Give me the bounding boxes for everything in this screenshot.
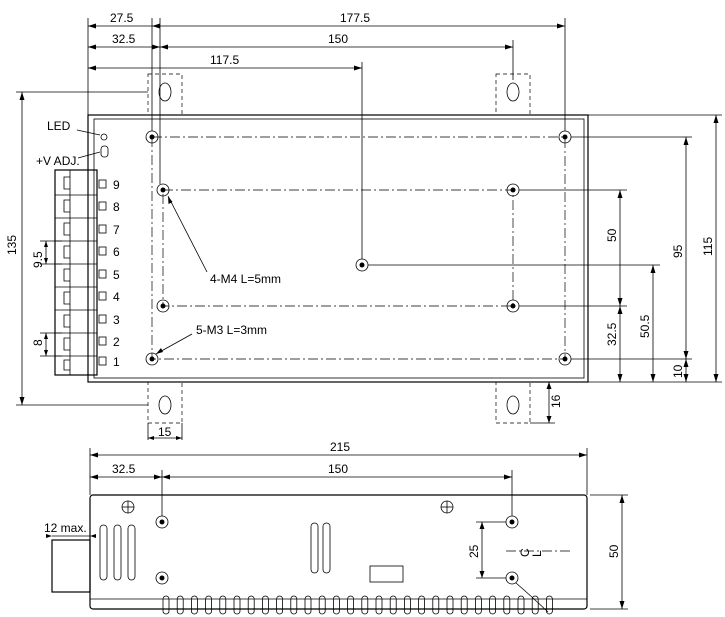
- dim-50-right: 50: [605, 228, 619, 242]
- dim-150-top: 150: [328, 32, 348, 46]
- vent-slot: [546, 595, 553, 615]
- housing-outline: [87, 114, 589, 383]
- m4-screw-label: 4-M4 L=5mm: [210, 272, 281, 286]
- terminal-number: 9: [113, 178, 120, 192]
- side-vent-slots-left: [99, 524, 136, 581]
- left-dimensions: 135 9.5 8: [5, 91, 148, 406]
- led-label: LED: [47, 119, 71, 133]
- bracket-width-dimension: 15: [147, 423, 183, 440]
- terminal-number: 5: [113, 268, 120, 282]
- terminal-block: [54, 169, 107, 376]
- m4-hole-pattern-line: [162, 189, 514, 307]
- dim-32-5-top: 32.5: [112, 32, 136, 46]
- vent-slot: [489, 595, 497, 615]
- mounting-bracket-bottom-right: [495, 381, 531, 424]
- vadj-label: +V ADJ.: [36, 154, 80, 168]
- dim-12-max: 12 max.: [44, 521, 87, 535]
- vent-slot: [332, 595, 340, 615]
- dim-95: 95: [671, 244, 685, 258]
- mounting-bracket-top-right: [495, 73, 531, 116]
- terminal-numbers: 9 8 7 6 5 4 3 2 1: [113, 178, 120, 369]
- vent-slot: [247, 595, 255, 615]
- terminal-number: 8: [113, 200, 120, 214]
- vent-slot: [347, 595, 355, 615]
- dim-115: 115: [701, 237, 715, 256]
- dim-50-5: 50.5: [638, 314, 652, 338]
- vent-slot: [460, 595, 468, 615]
- side-dimensions: 215 32.5 150 12 max. 25 C L 50: [44, 440, 628, 610]
- vent-slot: [375, 595, 383, 615]
- m3-screw-label: 5-M3 L=3mm: [196, 323, 267, 337]
- m3-hole-pattern-line: [151, 136, 566, 360]
- m3-holes: [145, 130, 572, 366]
- vent-slot: [290, 595, 298, 615]
- dim-32-5-right: 32.5: [605, 322, 619, 346]
- vent-slot: [261, 595, 269, 615]
- vent-slot: [233, 595, 241, 615]
- vent-slot: [304, 595, 312, 615]
- vent-slot: [190, 595, 198, 615]
- dim-10: 10: [671, 364, 685, 378]
- dim-16: 16: [549, 394, 563, 408]
- side-screws: [121, 500, 454, 514]
- terminal-number: 6: [113, 245, 120, 259]
- top-view: 9 8 7 6 5 4 3 2 1 LED +V ADJ. 4-M4 L=5mm…: [5, 11, 722, 440]
- vent-slot: [446, 595, 454, 615]
- vent-slot: [432, 595, 440, 615]
- vent-slot: [276, 595, 284, 615]
- dim-50-side: 50: [607, 544, 621, 558]
- dim-8: 8: [31, 339, 45, 346]
- dim-135: 135: [5, 235, 19, 255]
- side-label-plate: [369, 565, 404, 583]
- dim-215: 215: [330, 440, 350, 454]
- terminal-number: 4: [113, 290, 120, 304]
- dim-27-5: 27.5: [110, 11, 134, 25]
- vent-slot: [517, 595, 525, 615]
- housing-inner-outline: [93, 118, 585, 379]
- terminal-number: 7: [113, 223, 120, 237]
- voltage-adjust-trimmer: [100, 145, 109, 158]
- vent-slot: [418, 595, 426, 615]
- vent-slot: [503, 595, 511, 615]
- centerline-c: C: [518, 548, 532, 557]
- vent-slot: [176, 595, 184, 615]
- vent-slot: [474, 595, 482, 615]
- dim-32-5-side: 32.5: [112, 462, 136, 476]
- dim-25: 25: [467, 544, 481, 558]
- mounting-bracket-top-left: [147, 73, 183, 116]
- top-dimensions: 177.5 27.5 32.5 150 117.5: [88, 11, 565, 71]
- side-vent-slots-mid: [310, 522, 331, 574]
- dim-9-5: 9.5: [31, 251, 45, 268]
- vent-slot: [361, 595, 369, 615]
- centerline-l: L: [530, 550, 544, 557]
- dim-150-side: 150: [328, 462, 348, 476]
- side-bottom-vent-slots: [162, 595, 553, 615]
- vent-slot: [403, 595, 411, 615]
- dim-15: 15: [158, 425, 172, 439]
- right-dimensions: 50 32.5 50.5 95 10 115 16: [368, 114, 722, 424]
- led-indicator: [100, 133, 108, 141]
- vent-slot: [531, 595, 539, 615]
- vent-slot: [219, 595, 227, 615]
- m4-holes: [156, 183, 520, 313]
- dim-177-5: 177.5: [340, 11, 370, 25]
- vent-slot: [205, 595, 213, 615]
- mounting-bracket-bottom-left: [147, 381, 183, 424]
- vent-slot: [318, 595, 326, 615]
- side-connector: [51, 539, 91, 593]
- terminal-number: 1: [113, 355, 120, 369]
- side-housing-outline: [89, 494, 588, 610]
- vent-slot: [162, 595, 170, 615]
- side-view: 215 32.5 150 12 max. 25 C L 50: [44, 440, 628, 615]
- dim-117-5: 117.5: [210, 53, 239, 67]
- terminal-number: 3: [113, 313, 120, 327]
- terminal-number: 2: [113, 335, 120, 349]
- vent-slot: [389, 595, 397, 615]
- side-holes: [155, 515, 519, 585]
